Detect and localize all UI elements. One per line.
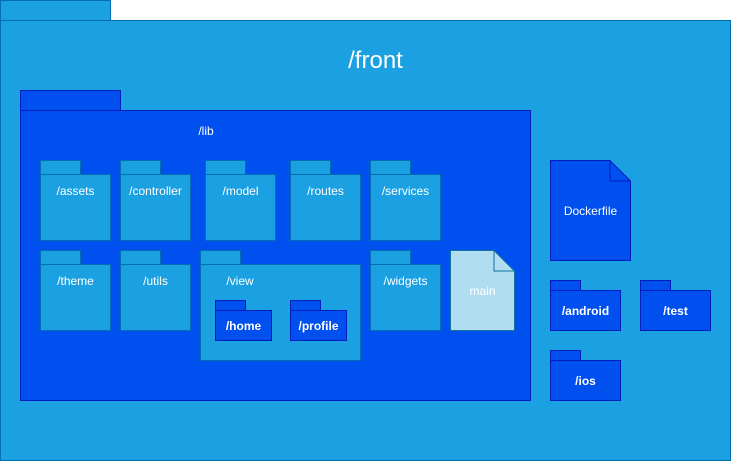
front-package-tab — [0, 0, 111, 21]
home-folder-label: /home — [225, 319, 262, 333]
widgets-folder[interactable] — [370, 264, 441, 331]
routes-folder-tab — [290, 160, 331, 175]
view-folder-tab — [200, 250, 241, 265]
lib-package-tab — [20, 90, 121, 111]
front-package-label: /front — [348, 47, 403, 74]
utils-folder[interactable] — [120, 264, 191, 331]
home-folder[interactable] — [215, 310, 272, 341]
assets-folder[interactable] — [40, 174, 111, 241]
ios-folder[interactable] — [550, 360, 621, 401]
theme-folder[interactable] — [40, 264, 111, 331]
controller-folder-tab — [120, 160, 161, 175]
android-folder[interactable] — [550, 290, 621, 331]
services-folder-label: /services — [381, 184, 430, 198]
theme-folder-tab — [40, 250, 81, 265]
model-folder[interactable] — [205, 174, 276, 241]
dockerfile-file[interactable] — [550, 160, 632, 262]
model-folder-tab — [205, 160, 246, 175]
test-folder[interactable] — [640, 290, 711, 331]
theme-folder-label: /theme — [57, 274, 94, 288]
assets-folder-label: /assets — [56, 184, 95, 198]
utils-folder-label: /utils — [143, 274, 168, 288]
utils-folder-tab — [120, 250, 161, 265]
services-folder-tab — [370, 160, 411, 175]
widgets-folder-tab — [370, 250, 411, 265]
profile-folder[interactable] — [290, 310, 347, 341]
test-folder-label: /test — [663, 304, 688, 318]
widgets-folder-label: /widgets — [383, 274, 428, 288]
main-file-label: main — [469, 284, 496, 298]
android-folder-label: /android — [561, 304, 610, 318]
view-folder-label: /view — [226, 274, 254, 288]
profile-folder-label: /profile — [298, 319, 339, 333]
controller-folder-label: /controller — [129, 184, 182, 198]
services-folder[interactable] — [370, 174, 441, 241]
assets-folder-tab — [40, 160, 81, 175]
dockerfile-label: Dockerfile — [563, 204, 618, 218]
routes-folder-label: /routes — [307, 184, 344, 198]
lib-package-label: /lib — [198, 124, 214, 138]
model-folder-label: /model — [222, 184, 259, 198]
controller-folder[interactable] — [120, 174, 191, 241]
main-file[interactable] — [450, 250, 516, 332]
routes-folder[interactable] — [290, 174, 361, 241]
ios-folder-label: /ios — [575, 374, 596, 388]
